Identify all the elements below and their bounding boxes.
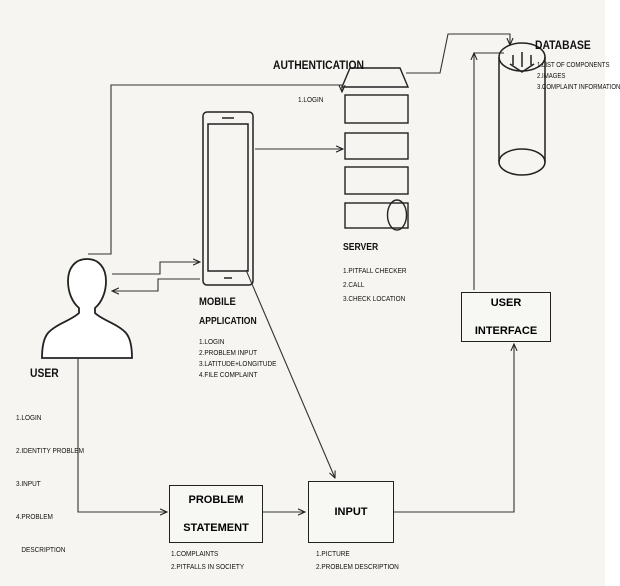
mobile-app-item: 1.LOGIN <box>199 337 225 346</box>
user-item: 1.LOGIN <box>16 413 42 422</box>
server-title: SERVER <box>343 242 379 253</box>
problem-statement-items: 1.COMPLAINTS 2.PITFALLS IN SOCIETY <box>171 547 244 573</box>
mobile-app-title-line1: MOBILE <box>199 296 236 308</box>
problem-statement-box: PROBLEM STATEMENT <box>169 485 263 543</box>
mobile-phone-icon <box>202 111 254 286</box>
diagram-connectors <box>41 33 546 586</box>
input-items: 1.PICTURE 2.PROBLEM DESCRIPTION <box>316 547 399 573</box>
database-cylinder-icon <box>498 42 546 176</box>
problem-statement-title-line2: STATEMENT <box>183 522 249 534</box>
connector-user-to-authentication <box>88 84 342 255</box>
connector-user-to-problem-statement <box>77 358 167 512</box>
connector-input-to-user-interface <box>392 344 514 513</box>
authentication-title: AUTHENTICATION <box>273 58 364 72</box>
server-item: 3.CHECK LOCATION <box>343 294 406 303</box>
user-interface-title: USER INTERFACE <box>474 297 538 337</box>
mobile-app-item: 4.FILE COMPLAINT <box>199 370 258 379</box>
database-items: 1.LIST OF COMPONENTS 2.IMAGES 3.COMPLAIN… <box>537 60 620 93</box>
authentication-gate-shape <box>340 67 410 88</box>
authentication-item: 1.LOGIN <box>298 95 324 104</box>
user-item: 4.PROBLEM <box>16 512 53 521</box>
database-item: 3.COMPLAINT INFORMATION <box>537 84 620 91</box>
connector-user-to-mobile <box>112 262 200 275</box>
user-title: USER <box>30 366 59 380</box>
database-item: 2.IMAGES <box>537 73 566 80</box>
user-item: 3.INPUT <box>16 479 41 488</box>
input-box: INPUT <box>308 481 394 543</box>
problem-statement-title-line1: PROBLEM <box>188 494 244 506</box>
server-items: 1.PITFALL CHECKER 2.CALL 3.CHECK LOCATIO… <box>343 264 407 306</box>
input-item: 2.PROBLEM DESCRIPTION <box>316 562 399 571</box>
server-item: 1.PITFALL CHECKER <box>343 266 407 275</box>
mobile-app-item: 2.PROBLEM INPUT <box>199 348 258 357</box>
database-item: 1.LIST OF COMPONENTS <box>537 62 610 69</box>
server-rack-icon <box>344 94 409 231</box>
input-title: INPUT <box>334 506 368 518</box>
user-item: 2.IDENTITY PROBLEM <box>16 446 84 455</box>
problem-statement-item: 1.COMPLAINTS <box>171 549 219 558</box>
mobile-app-item: 3.LATITUDE+LONGITUDE <box>199 359 277 368</box>
input-item: 1.PICTURE <box>316 549 350 558</box>
user-interface-box: USER INTERFACE <box>461 292 551 342</box>
database-title: DATABASE <box>535 38 591 52</box>
user-item: DESCRIPTION <box>16 545 66 554</box>
mobile-app-title-line2: APPLICATION <box>199 316 257 327</box>
problem-statement-item: 2.PITFALLS IN SOCIETY <box>171 562 245 571</box>
user-silhouette-icon <box>41 258 133 359</box>
user-items: 1.LOGIN 2.IDENTITY PROBLEM 3.INPUT 4.PRO… <box>16 390 84 577</box>
connector-mobile-to-user <box>112 278 200 291</box>
connector-mobile-to-input <box>245 269 335 478</box>
mobile-app-items: 1.LOGIN 2.PROBLEM INPUT 3.LATITUDE+LONGI… <box>199 336 276 380</box>
server-item: 2.CALL <box>343 280 365 289</box>
connector-server-to-database <box>406 33 510 74</box>
authentication-items: 1.LOGIN <box>298 94 323 105</box>
